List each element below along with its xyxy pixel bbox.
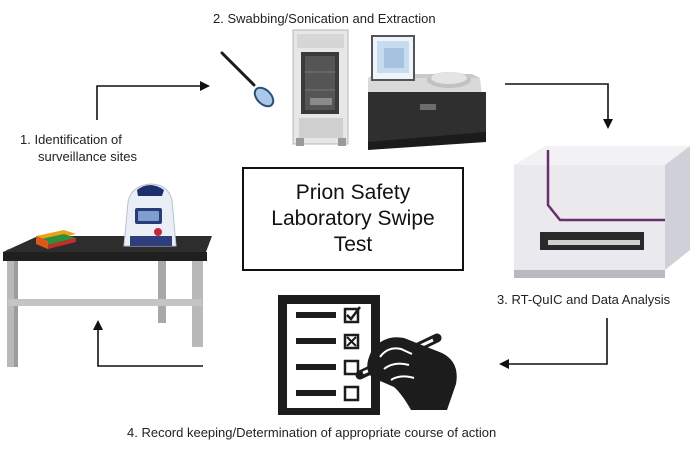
step-1-label-line-2: surveillance sites [38,149,137,164]
title-line-2: Laboratory Swipe [271,207,435,230]
checklist-clipboard-icon [278,295,380,415]
arrow-step3-to-step4 [499,318,608,369]
arrow-step2-to-step3 [505,83,613,129]
title-box: Prion Safety Laboratory Swipe Test [242,167,464,271]
step-1-label-line-1: 1. Identification of [20,132,122,147]
arrow-step1-to-step2 [96,81,210,120]
swab-icon [220,51,275,108]
sonicator-icon [368,35,486,150]
step-4-label: 4. Record keeping/Determination of appro… [127,425,497,440]
lab-table-icon [3,236,212,367]
title-line-1: Prion Safety [295,181,411,204]
rt-quic-reader-icon [514,146,690,278]
step-2-label: 2. Swabbing/Sonication and Extraction [213,11,436,26]
biosafety-cabinet-icon [292,29,349,146]
sample-books-icon [36,230,76,249]
monitor-device-icon [123,183,177,247]
step-3-label: 3. RT-QuIC and Data Analysis [497,292,671,307]
writing-hand-icon [355,333,457,410]
title-line-3: Test [333,233,373,256]
arrow-step4-to-step1 [93,320,203,367]
